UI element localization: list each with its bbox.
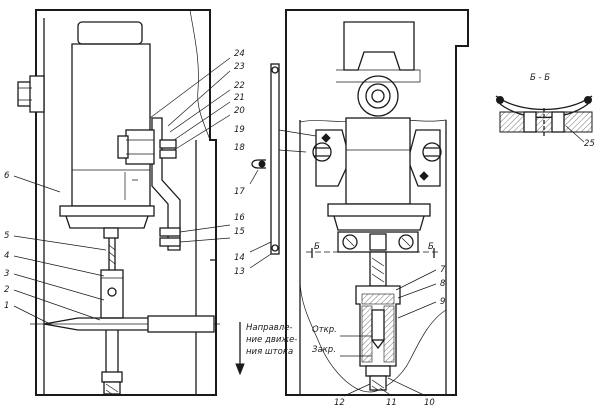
left-housing-frame — [35, 9, 217, 396]
label-10: 10 — [424, 398, 435, 408]
direction-note-line2: ние движе- — [246, 335, 297, 345]
flange-plate — [59, 205, 155, 229]
right-flange — [327, 203, 431, 231]
direction-arrow — [235, 322, 245, 376]
section-mark-left: Б — [314, 242, 320, 252]
label-20: 20 — [234, 106, 245, 116]
left-leaders — [13, 57, 231, 325]
right-view — [285, 9, 469, 396]
label-3: 3 — [4, 269, 9, 279]
label-2: 2 — [4, 285, 9, 295]
open-label: Откр. — [312, 325, 337, 335]
direction-note-line1: Направле- — [246, 323, 293, 333]
top-yoke — [336, 21, 421, 117]
section-title: Б - Б — [530, 73, 550, 83]
coupling-block — [100, 269, 124, 319]
valve-body — [340, 285, 401, 367]
label-5: 5 — [4, 231, 9, 241]
section-mark-right: Б — [428, 242, 434, 252]
section-detail — [495, 95, 593, 143]
side-bolt — [17, 75, 45, 113]
label-11: 11 — [386, 398, 397, 408]
right-stem — [369, 251, 387, 287]
label-6: 6 — [4, 171, 10, 181]
cylinder-body — [71, 21, 151, 207]
left-housing-break — [189, 9, 211, 141]
label-25: 25 — [584, 139, 595, 149]
label-22: 22 — [234, 81, 245, 91]
lever-bracket — [117, 117, 181, 251]
label-24: 24 — [234, 49, 245, 59]
label-18: 18 — [234, 143, 245, 153]
linkage-rod — [251, 63, 317, 255]
label-12: 12 — [334, 398, 345, 408]
valve-lower-nut — [365, 365, 391, 391]
notes: Направле- ние движе- ния штока Откр. Зак… — [246, 323, 337, 357]
label-21: 21 — [234, 93, 245, 103]
label-23: 23 — [234, 62, 245, 72]
label-16: 16 — [234, 213, 245, 223]
part-labels: 6 5 4 3 2 1 24 23 22 21 20 19 18 17 16 1… — [4, 49, 595, 408]
needle-valve — [30, 315, 220, 333]
yoke-arms — [312, 117, 442, 205]
label-13: 13 — [234, 267, 245, 277]
stem-rod — [103, 227, 119, 270]
direction-note-line3: ния штока — [246, 347, 293, 357]
label-9: 9 — [440, 297, 445, 307]
label-4: 4 — [4, 251, 9, 261]
bolt-row — [337, 231, 419, 253]
right-leaders — [343, 269, 437, 397]
lower-rod — [101, 330, 123, 395]
label-7: 7 — [440, 265, 446, 275]
middle-leaders — [249, 169, 272, 269]
label-1: 1 — [4, 301, 9, 311]
label-14: 14 — [234, 253, 245, 263]
label-19: 19 — [234, 125, 245, 135]
label-15: 15 — [234, 227, 245, 237]
closed-label: Закр. — [312, 345, 336, 355]
label-8: 8 — [440, 279, 446, 289]
right-housing-frame — [285, 9, 469, 396]
left-view — [17, 9, 245, 396]
label-17: 17 — [234, 187, 245, 197]
